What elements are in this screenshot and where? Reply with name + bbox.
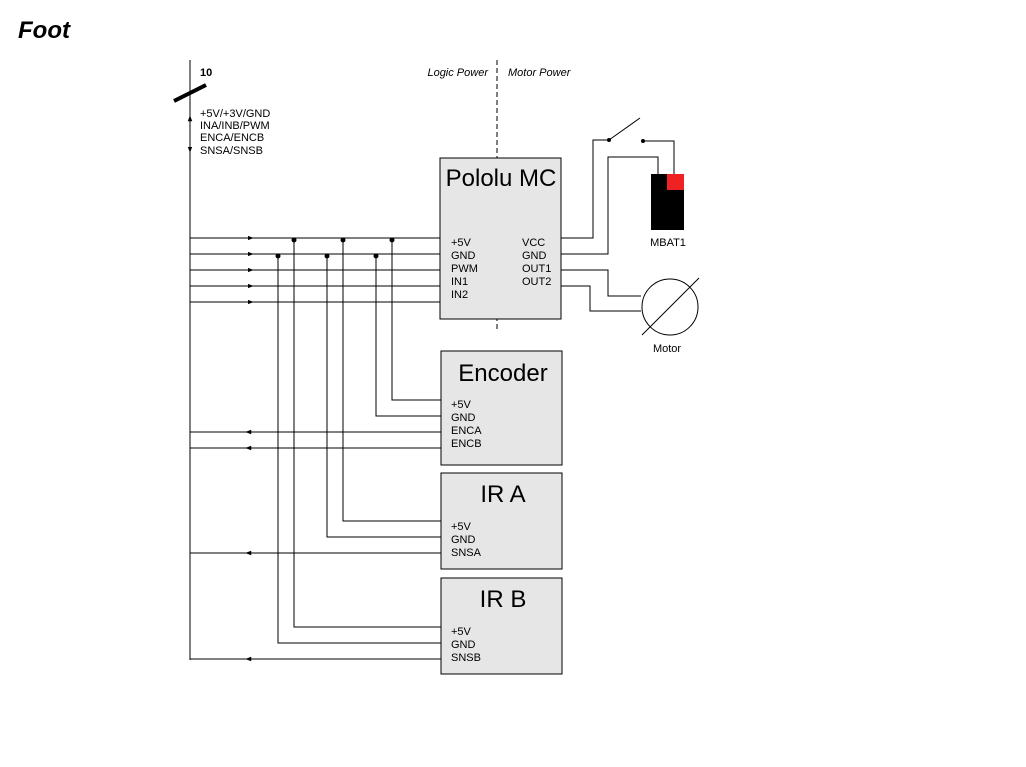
junction-dot (340, 237, 346, 243)
pololu-pin: GND (451, 250, 476, 262)
wire-gnd-encoder (375, 254, 441, 417)
encoder-pin: +5V (451, 399, 472, 411)
pololu-pin: PWM (451, 263, 478, 275)
bus-count: 10 (200, 67, 212, 79)
pololu-input-wires (190, 235, 440, 305)
logic-power-label: Logic Power (427, 67, 489, 79)
switch-lever (608, 117, 641, 141)
ir-b-box (440, 577, 563, 675)
ir-b-pin: +5V (451, 626, 472, 638)
ir-a-block: IR A +5V GND SNSA (440, 472, 563, 570)
wire-5v-encoder (391, 238, 441, 401)
bus-signal-label: INA/INB/PWM (200, 120, 270, 132)
pololu-pin: OUT1 (522, 263, 551, 275)
pololu-pin: IN1 (451, 276, 468, 288)
junction-dot (291, 237, 297, 243)
battery-label: MBAT1 (650, 237, 686, 249)
wire-gnd-ir-a (326, 254, 441, 538)
pololu-pin: IN2 (451, 289, 468, 301)
encoder-pin: GND (451, 412, 476, 424)
bus-signal-label: SNSA/SNSB (200, 145, 263, 157)
wire-switch-battery (643, 140, 675, 174)
pololu-pin: GND (522, 250, 547, 262)
wire-5v-ir-a (342, 238, 441, 522)
ir-b-title: IR B (480, 586, 527, 613)
junction-dot (275, 253, 281, 259)
motor-power-label: Motor Power (508, 67, 572, 79)
motor-label: Motor (653, 343, 681, 355)
encoder-title: Encoder (458, 360, 547, 387)
wire-out1 (561, 269, 641, 297)
encoder-pin: ENCA (451, 425, 482, 437)
pololu-mc-block: Pololu MC +5V GND PWM IN1 IN2 VCC GND OU… (439, 157, 562, 320)
pololu-title: Pololu MC (446, 165, 557, 192)
pololu-pin: +5V (451, 237, 472, 249)
switch-contact (607, 138, 611, 142)
ir-a-pin: +5V (451, 521, 472, 533)
ir-a-pin: SNSA (451, 547, 482, 559)
junction-dot (389, 237, 395, 243)
battery-terminal (667, 174, 684, 190)
wire-out2 (561, 285, 641, 312)
distribution-wires (275, 237, 441, 644)
junction-dot (324, 253, 330, 259)
sensor-return-wires (190, 429, 441, 662)
encoder-box (440, 350, 563, 466)
encoder-block: Encoder +5V GND ENCA ENCB (440, 350, 563, 466)
bus-signal-label: +5V/+3V/GND (200, 108, 270, 120)
ir-a-title: IR A (480, 481, 525, 508)
wire-5v-ir-b (293, 238, 441, 628)
motor: Motor (641, 277, 700, 355)
bus-signal-label: ENCA/ENCB (200, 132, 264, 144)
motor-slash (641, 277, 700, 336)
wire-vcc (561, 139, 609, 239)
page-title: Foot (18, 17, 71, 44)
wire-gnd-battery (561, 156, 659, 255)
bus-slash (173, 83, 207, 103)
ir-b-pin: SNSB (451, 652, 481, 664)
ir-b-pin: GND (451, 639, 476, 651)
pololu-pin: OUT2 (522, 276, 551, 288)
battery-mbat1: MBAT1 (650, 174, 686, 249)
encoder-pin: ENCB (451, 438, 482, 450)
pololu-pin: VCC (522, 237, 545, 249)
ir-a-box (440, 472, 563, 570)
wire-gnd-ir-b (277, 254, 441, 644)
ir-b-block: IR B +5V GND SNSB (440, 577, 563, 675)
motor-power-wiring (561, 117, 675, 312)
junction-dot (373, 253, 379, 259)
bus: 10 +5V/+3V/GND INA/INB/PWM ENCA/ENCB SNS… (173, 60, 270, 660)
ir-a-pin: GND (451, 534, 476, 546)
